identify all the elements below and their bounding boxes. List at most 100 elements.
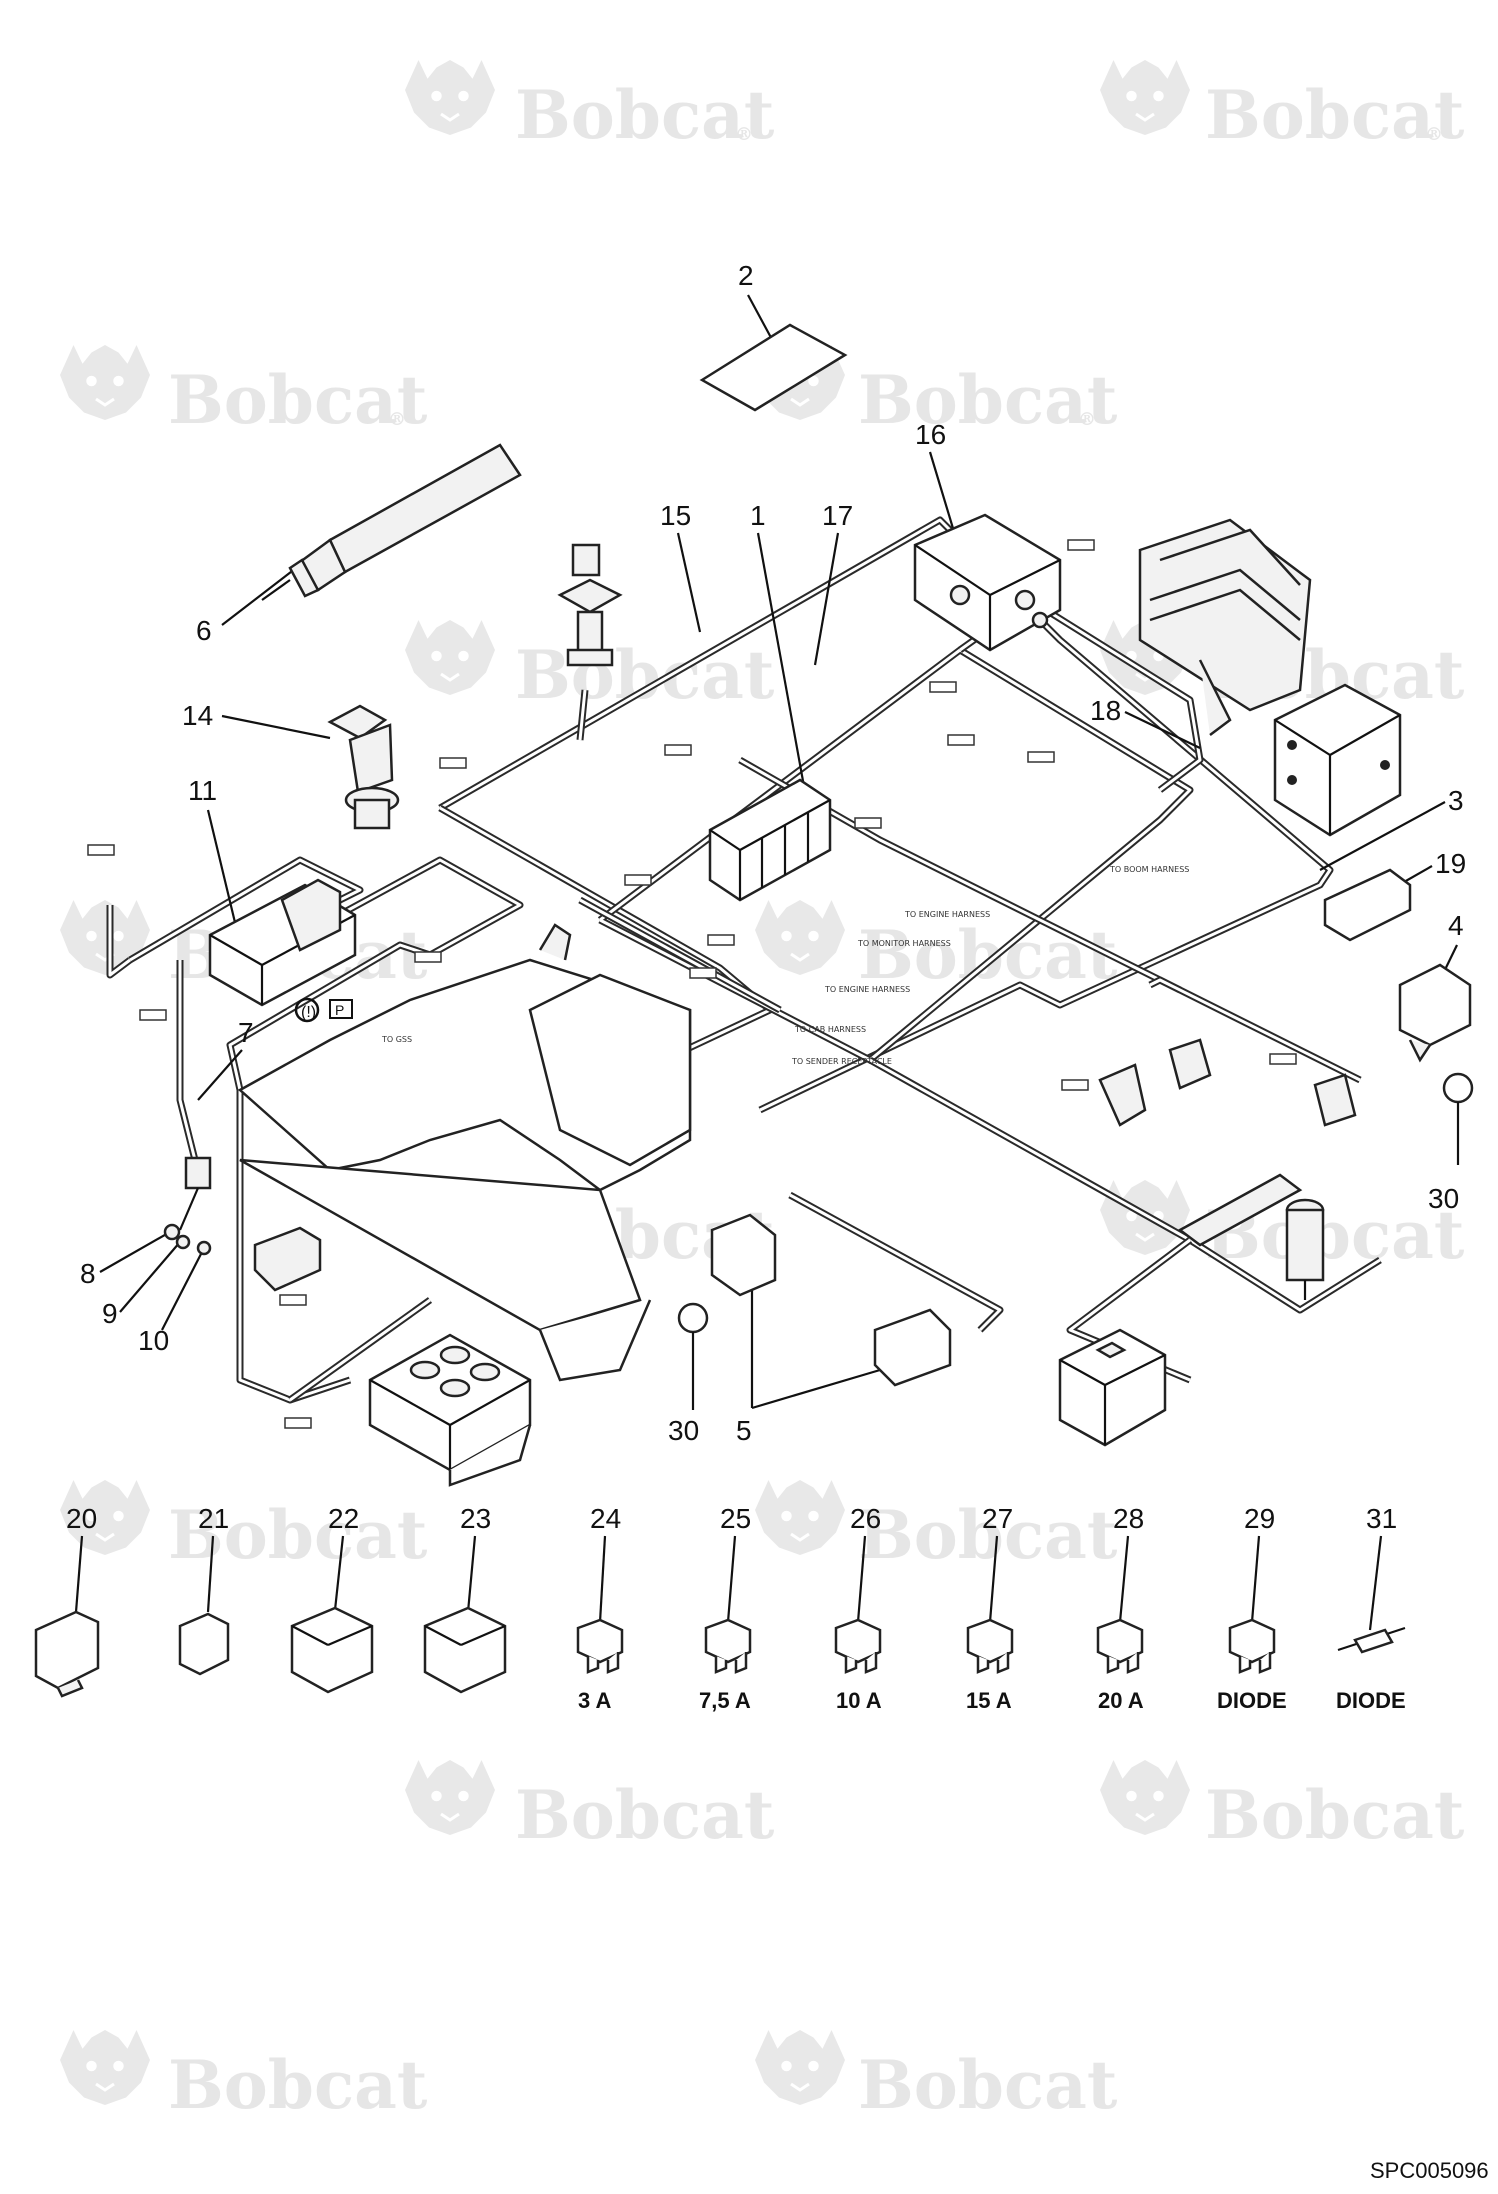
callout-14: 14 [182,700,213,731]
harness-labels: TO ENGINE HARNESS TO MONITOR HARNESS TO … [381,865,1189,1066]
callout-17: 17 [822,500,853,531]
callout-4: 4 [1448,910,1464,941]
watermark-text: Bobcat [1205,1776,1465,1854]
rating-27: 15 A [966,1688,1012,1713]
watermark-text: Bobcat [515,76,775,154]
hardware-8-9-10 [163,1223,212,1256]
watermark-text: Bobcat [858,361,1118,439]
harness-label-1: TO MONITOR HARNESS [857,939,951,948]
callout-7: 7 [238,1017,254,1048]
callout-5: 5 [736,1415,752,1446]
watermark-text: Bobcat [168,361,428,439]
callouts: 2 16 15 1 17 6 14 18 3 11 19 4 7 [66,260,1466,1631]
watermark-mark: ® [1078,409,1096,430]
watermark-mark: ® [388,409,406,430]
ring-terminal-30-left [677,1302,709,1355]
fuse-part-24 [576,1618,624,1674]
callout-3: 3 [1448,785,1464,816]
callout-28: 28 [1113,1503,1144,1534]
fuse-part-25 [704,1618,752,1674]
callout-26: 26 [850,1503,881,1534]
callout-21: 21 [198,1503,229,1534]
key-switch [557,543,623,667]
inline-diode-part-31 [1337,1626,1406,1654]
battery [1058,1328,1167,1447]
harness-label-6: TO GSS [381,1035,412,1044]
rating-labels: 3 A 7,5 A 10 A 15 A 20 A DIODE DIODE [578,1688,1406,1713]
watermark-mark: ® [735,124,753,145]
callout-29: 29 [1244,1503,1275,1534]
harness-label-3: TO CAB HARNESS [794,1025,866,1034]
fuse-part-27 [966,1618,1014,1674]
callout-8: 8 [80,1258,96,1289]
relay-part-21 [178,1612,230,1676]
bobcat-watermarks: Bobcat ® Bobcat ® Bobcat ® Bobcat ® Bobc… [58,58,1465,2124]
module-part-11 [208,878,357,1007]
right-switch-group [1098,1038,1357,1127]
watermark-text: Bobcat [858,2046,1118,2124]
relay-bracket-part-20 [34,1610,100,1698]
callout-10: 10 [138,1325,169,1356]
seat-base [237,923,692,1382]
watermark-text: Bobcat [515,1776,775,1854]
connector-tags [87,539,1297,1429]
parking-brake-icon: (!) P [294,997,353,1023]
callout-30-right: 30 [1428,1183,1459,1214]
callout-27: 27 [982,1503,1013,1534]
rating-29: DIODE [1217,1688,1287,1713]
harness-label-2: TO ENGINE HARNESS [824,985,910,994]
controller-block [1138,518,1312,736]
relay-part-19 [1323,868,1412,942]
callout-19: 19 [1435,848,1466,879]
callout-20: 20 [66,1503,97,1534]
callout-1: 1 [750,500,766,531]
callout-2: 2 [738,260,754,291]
rating-28: 20 A [1098,1688,1144,1713]
rating-26: 10 A [836,1688,882,1713]
work-light-part-5 [710,1213,952,1387]
watermark-text: Bobcat [168,2046,428,2124]
callout-31: 31 [1366,1503,1397,1534]
callout-16: 16 [915,419,946,450]
svg-text:P: P [335,1002,344,1018]
harness-label-5: TO SENDER RECEPTACLE [791,1057,892,1066]
switch-part-7 [178,1156,212,1231]
horn-part-4 [1398,963,1472,1063]
watermark-text: Bobcat [858,1496,1118,1574]
callout-22: 22 [328,1503,359,1534]
callout-23: 23 [460,1503,491,1534]
harness-label-4: TO BOOM HARNESS [1109,865,1189,874]
fuse-part-26 [834,1618,882,1674]
buzzer-part-14 [327,704,400,830]
fuse-housing-part-16 [913,513,1062,652]
relay-part-23 [423,1606,507,1694]
relay-part-22 [290,1606,374,1694]
svg-text:(!): (!) [301,1004,316,1021]
callout-18: 18 [1090,695,1121,726]
grease-tube-part-6 [261,443,522,601]
rating-31: DIODE [1336,1688,1406,1713]
fuse-part-29 [1228,1618,1276,1674]
callout-9: 9 [102,1298,118,1329]
watermark-mark: ® [1425,124,1443,145]
main-harness [106,516,1382,1404]
decal-part-2 [699,323,848,412]
switch-panel-lower [368,1333,532,1487]
connector-lower-left [253,1226,322,1292]
watermark-text: Bobcat [515,636,775,714]
watermark-text: Bobcat [858,916,1118,994]
fuse-block-part-1 [708,778,832,902]
callout-15: 15 [660,500,691,531]
sensor-assembly [1177,1173,1325,1300]
fuse-part-28 [1096,1618,1144,1674]
callout-11: 11 [188,775,217,806]
relay-box [1273,683,1402,837]
figure-code: SPC005096 [1370,2158,1489,2183]
callout-6: 6 [196,615,212,646]
rating-24: 3 A [578,1688,612,1713]
rating-25: 7,5 A [699,1688,751,1713]
callout-25: 25 [720,1503,751,1534]
ring-terminal-30-right [1442,1072,1474,1165]
harness-label-0: TO ENGINE HARNESS [904,910,990,919]
